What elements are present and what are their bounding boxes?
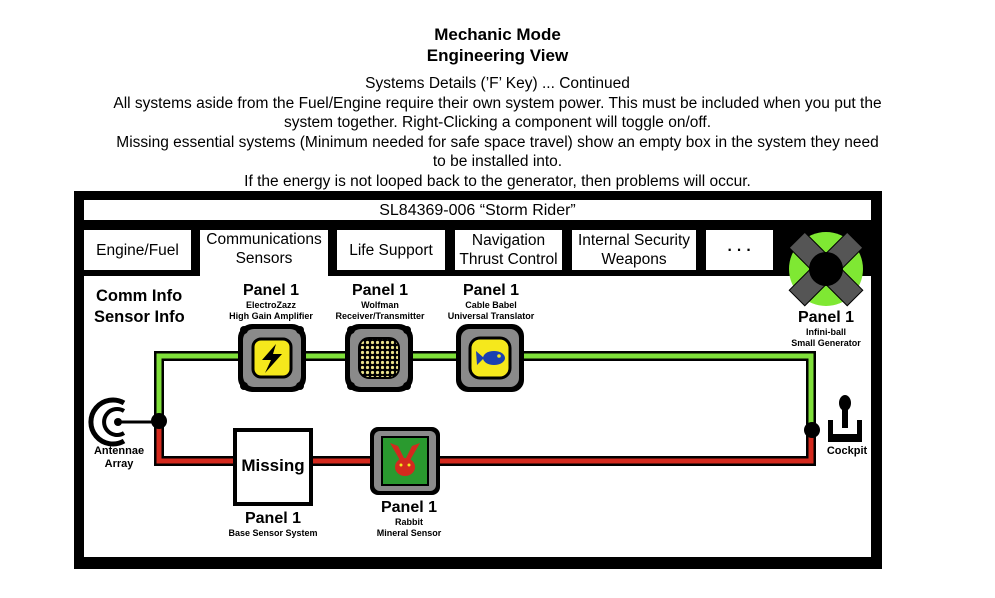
component-name: Rabbit — [395, 517, 423, 527]
panel-label: Panel 1 — [797, 309, 855, 326]
component-name: Wolfman — [361, 300, 399, 310]
lightning-icon — [262, 344, 282, 373]
component-name: Cable Babel — [465, 300, 517, 310]
generator-label: Panel 1 Infini-ball Small Generator — [776, 309, 876, 349]
component-type: Mineral Sensor — [376, 528, 442, 538]
component-label: Panel 1 Rabbit Mineral Sensor — [354, 499, 464, 539]
tab-more[interactable]: · · · — [706, 230, 773, 270]
tab-internal-security-weapons[interactable]: Internal Security Weapons — [572, 230, 696, 270]
tab-communications-sensors[interactable]: Communications Sensors — [200, 230, 328, 280]
comm-info-link[interactable]: Comm Info — [96, 287, 183, 305]
junction-node-right — [804, 422, 820, 438]
mineral-sensor-component[interactable] — [370, 427, 440, 495]
description-line: to be installed into. — [432, 153, 563, 171]
amplifier-component[interactable] — [238, 324, 306, 392]
panel-label: Panel 1 — [244, 510, 302, 527]
antenna-label: Antennae Array — [84, 445, 154, 471]
tab-label: Internal Security — [578, 232, 690, 249]
panel-label: Panel 1 — [380, 499, 438, 516]
diagram-area — [84, 276, 871, 557]
tab-label: Engine/Fuel — [96, 241, 179, 259]
component-type: Base Sensor System — [228, 528, 318, 538]
description-line: system together. Right-Clicking a compon… — [283, 114, 712, 132]
page-title: Mechanic Mode Engineering View — [0, 24, 995, 66]
panel-label: Panel 1 — [351, 282, 409, 299]
antenna-label-line: Array — [104, 458, 134, 470]
component-name: ElectroZazz — [245, 300, 296, 310]
ship-name: SL84369-006 “Storm Rider” — [84, 200, 871, 220]
tab-engine-fuel[interactable]: Engine/Fuel — [84, 230, 191, 270]
cockpit-label: Cockpit — [826, 445, 868, 457]
generator-name: Infini-ball — [806, 327, 846, 337]
description-line: If the energy is not looped back to the … — [244, 172, 751, 190]
rabbit-icon — [390, 443, 420, 476]
component-label: Panel 1 Wolfman Receiver/Transmitter — [325, 282, 435, 322]
missing-slot[interactable] — [233, 428, 313, 506]
tab-label: Navigation — [471, 232, 546, 249]
mesh-grille-icon — [358, 337, 400, 379]
description-line: Missing essential systems (Minimum neede… — [116, 133, 879, 151]
sensor-info-link[interactable]: Sensor Info — [94, 308, 185, 326]
fish-icon — [476, 351, 505, 365]
junction-node-left — [151, 413, 167, 429]
title-line-2: Engineering View — [426, 46, 569, 65]
component-type: High Gain Amplifier — [229, 311, 313, 321]
tab-label: Communications — [206, 231, 322, 248]
tab-label: Weapons — [601, 251, 667, 268]
description-line: All systems aside from the Fuel/Engine r… — [113, 94, 882, 112]
receiver-transmitter-component[interactable] — [345, 324, 413, 392]
description-line: Systems Details (’F’ Key) ... Continued — [365, 75, 630, 92]
tab-life-support[interactable]: Life Support — [337, 230, 445, 270]
generator-icon[interactable] — [768, 211, 884, 327]
tab-navigation-thrust-control[interactable]: Navigation Thrust Control — [455, 230, 562, 270]
panel-label: Panel 1 — [242, 282, 300, 299]
tab-label: Thrust Control — [459, 251, 558, 268]
return-line — [154, 421, 816, 466]
component-label: Panel 1 Base Sensor System — [218, 510, 328, 539]
tab-label: Life Support — [349, 241, 433, 259]
component-label: Panel 1 Cable Babel Universal Translator — [436, 282, 546, 322]
translator-component[interactable] — [456, 324, 524, 392]
component-type: Receiver/Transmitter — [335, 311, 425, 321]
more-dots: · · · — [727, 241, 752, 259]
antenna-label-line: Antennae — [93, 445, 145, 457]
antenna-icon[interactable] — [88, 397, 152, 447]
missing-label: Missing — [241, 456, 305, 475]
generator-type: Small Generator — [791, 338, 861, 348]
tab-label: Sensors — [235, 250, 293, 267]
component-type: Universal Translator — [447, 311, 535, 321]
joystick-icon[interactable] — [828, 395, 862, 442]
title-line-1: Mechanic Mode — [434, 25, 561, 44]
panel-label: Panel 1 — [462, 282, 520, 299]
description: Systems Details (’F’ Key) ... Continued … — [0, 74, 995, 192]
component-label: Panel 1 ElectroZazz High Gain Amplifier — [216, 282, 326, 322]
